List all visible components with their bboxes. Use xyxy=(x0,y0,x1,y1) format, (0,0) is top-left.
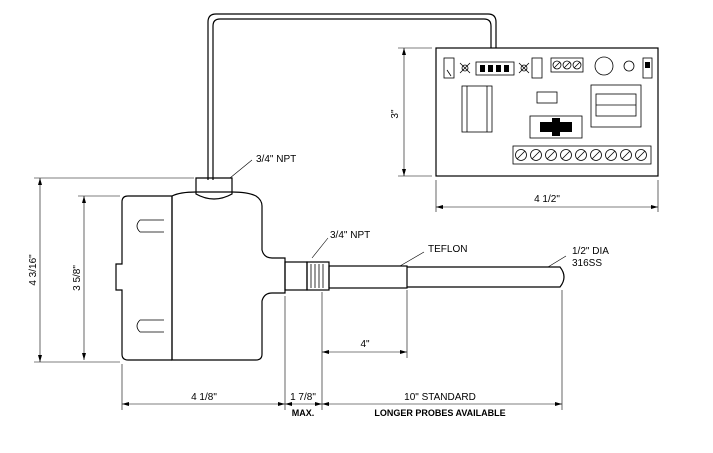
body-height-label: 3 5/8" xyxy=(72,265,83,291)
dip-switch xyxy=(475,61,515,76)
terminal-screw-slot xyxy=(621,150,631,160)
npt-fitting xyxy=(284,261,330,291)
cable xyxy=(207,13,497,180)
teflon-label: TEFLON xyxy=(428,244,467,255)
terminal-screw-icon xyxy=(530,149,542,161)
terminal-screw-icon xyxy=(620,149,632,161)
board-width-label: 4 1/2" xyxy=(534,194,560,205)
terminal-screw-icon xyxy=(605,149,617,161)
terminal-screw-slot xyxy=(606,150,616,160)
overall-height-dimension xyxy=(34,177,194,363)
npt-probe-leader xyxy=(311,237,329,259)
probe-dia-leader xyxy=(547,255,567,268)
terminal-screw-slot xyxy=(546,150,556,160)
teflon-leader xyxy=(399,251,425,267)
terminal-screw-icon xyxy=(545,149,557,161)
probe-material-label: 316SS xyxy=(572,258,602,269)
npt-top-leader xyxy=(229,159,253,179)
terminal-screw-slot xyxy=(516,150,526,160)
display-window xyxy=(590,84,642,128)
terminal-screw-icon xyxy=(575,149,587,161)
probe-dia-label: 1/2" DIA xyxy=(572,246,609,257)
terminal-screw-slot xyxy=(591,150,601,160)
terminal-screw-icon xyxy=(515,149,527,161)
board-height-dimension xyxy=(398,47,432,177)
terminal-screw-icon xyxy=(590,149,602,161)
probe-note-label: LONGER PROBES AVAILABLE xyxy=(374,408,505,418)
led-icon xyxy=(623,60,635,72)
bottom-dimensions xyxy=(121,290,563,410)
overall-height-label: 4 3/16" xyxy=(28,254,39,286)
npt-top-label: 3/4" NPT xyxy=(256,154,296,165)
body-width-label: 4 1/8" xyxy=(191,392,217,403)
relay xyxy=(461,85,493,133)
fitting-length-label: 1 7/8" xyxy=(290,392,316,403)
capacitor-icon xyxy=(594,56,614,76)
terminal-screw-slot xyxy=(636,150,646,160)
potentiometer-icon xyxy=(459,62,471,74)
potentiometer-icon xyxy=(518,62,530,74)
circuit-board xyxy=(435,47,659,177)
terminal-screw-slot xyxy=(531,150,541,160)
board-width-dimension xyxy=(435,180,659,212)
terminal-screw-slot xyxy=(576,150,586,160)
housing xyxy=(115,177,286,361)
terminal-block-top xyxy=(550,57,584,73)
probe xyxy=(328,265,565,289)
terminal-block-bottom xyxy=(512,145,652,165)
probe-length-label: 10" STANDARD xyxy=(404,392,476,403)
terminal-screw-icon xyxy=(635,149,647,161)
npt-probe-label: 3/4" NPT xyxy=(330,230,370,241)
teflon-length-label: 4" xyxy=(360,339,370,350)
terminal-screw-icon xyxy=(560,149,572,161)
body-height-dimension xyxy=(78,195,120,360)
terminal-screw-slot xyxy=(561,150,571,160)
regulator-chip xyxy=(529,115,583,139)
board-height-label: 3" xyxy=(390,109,401,119)
fitting-max-label: MAX. xyxy=(292,408,315,418)
